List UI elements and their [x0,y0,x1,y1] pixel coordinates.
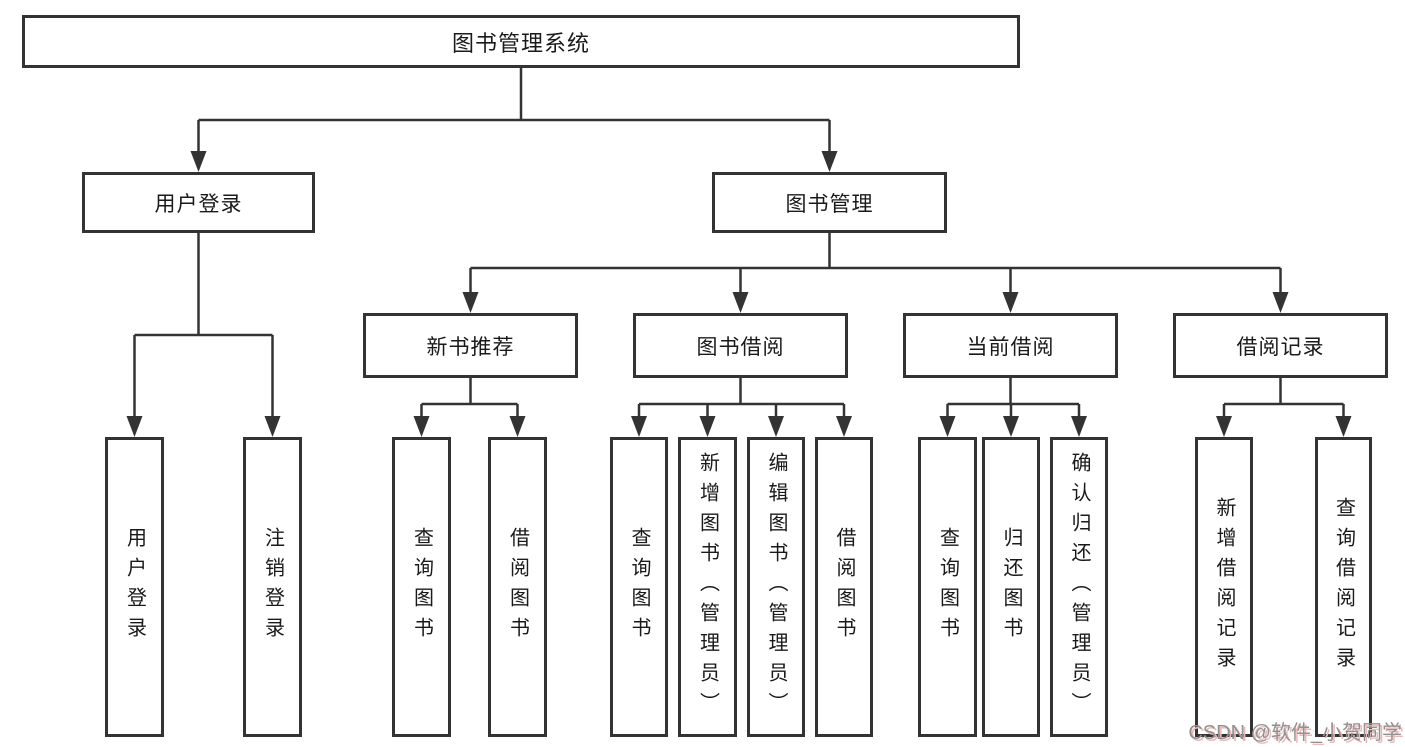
node-current-borrow: 当前借阅 [903,313,1118,378]
leaf-logout: 注销登录 [243,437,302,737]
node-label: 查询图书 [628,527,650,647]
leaf-bb-query-books: 查询图书 [610,437,668,737]
node-user-login: 用户登录 [82,172,315,233]
leaf-cb-query-books: 查询图书 [918,437,977,737]
node-label: 新书推荐 [426,335,515,359]
leaf-bb-edit-books-admin: 编辑图书（管理员） [747,437,805,737]
node-label: 注销登录 [261,527,284,647]
leaf-bb-borrow-books: 借阅图书 [815,437,873,737]
node-borrow-records: 借阅记录 [1173,313,1388,378]
node-root-system: 图书管理系统 [22,15,1020,68]
node-label: 确认归还（管理员） [1068,452,1090,722]
node-book-management: 图书管理 [712,172,947,233]
node-label: 用户登录 [154,192,243,216]
node-label: 借阅记录 [1236,335,1325,359]
leaf-br-add-record: 新增借阅记录 [1195,437,1253,737]
watermark-text: CSDN @软件_小贺同学 [1188,722,1402,744]
node-label: 查询图书 [410,527,433,647]
leaf-bb-add-books-admin: 新增图书（管理员） [678,437,737,737]
csdn-watermark: CSDN @软件_小贺同学 [1188,716,1402,745]
node-label: 新增图书（管理员） [696,452,719,722]
node-label: 图书管理 [785,192,874,216]
node-label: 编辑图书（管理员） [765,452,787,722]
node-label: 新增借阅记录 [1213,497,1235,677]
node-label: 借阅图书 [506,527,529,647]
leaf-cb-confirm-return-admin: 确认归还（管理员） [1050,437,1108,737]
leaf-user-login: 用户登录 [105,437,164,737]
leaf-nbr-borrow-books: 借阅图书 [488,437,547,737]
node-label: 用户登录 [123,527,146,647]
leaf-br-query-record: 查询借阅记录 [1315,437,1372,737]
leaf-cb-return-books: 归还图书 [982,437,1040,737]
leaf-nbr-query-books: 查询图书 [392,437,451,737]
node-new-book-recommend: 新书推荐 [363,313,578,378]
node-label: 查询借阅记录 [1332,497,1355,677]
node-book-borrow: 图书借阅 [633,313,848,378]
node-label: 借阅图书 [833,527,855,647]
node-label: 图书管理系统 [451,30,590,56]
node-label: 当前借阅 [966,335,1055,359]
node-label: 图书借阅 [696,335,785,359]
node-label: 归还图书 [1000,527,1022,647]
node-label: 查询图书 [936,527,959,647]
